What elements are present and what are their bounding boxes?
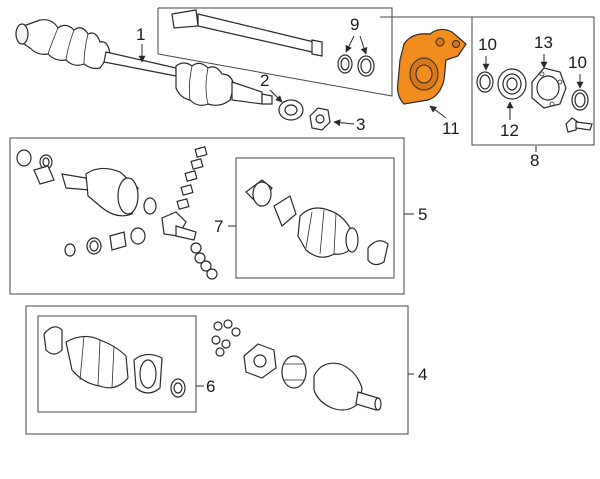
wheel-bearing-12[interactable] — [497, 68, 527, 100]
inner-joint-kit-frame — [9, 137, 405, 295]
steering-knuckle-11[interactable] — [397, 28, 467, 105]
intermediate-shaft[interactable] — [171, 9, 323, 57]
callout-13: 13 — [534, 33, 553, 52]
boot-kit-frame-7 — [235, 157, 395, 279]
callout-3: 3 — [356, 115, 365, 134]
callout-10-right: 10 — [568, 53, 587, 72]
callout-4: 4 — [418, 365, 427, 384]
outer-joint-kit-frame — [25, 305, 409, 435]
callout-7: 7 — [214, 217, 223, 236]
hub-nut-3[interactable] — [309, 107, 331, 131]
retainer-ring-10-right[interactable] — [571, 89, 589, 111]
callout-5: 5 — [418, 205, 427, 224]
callout-1: 1 — [136, 25, 145, 44]
callout-8: 8 — [530, 151, 539, 170]
shaft-group-frame — [157, 7, 393, 97]
boot-kit-parts-7[interactable] — [245, 179, 389, 266]
hub-flange-13[interactable] — [531, 67, 567, 109]
callout-11: 11 — [442, 119, 460, 138]
callout-10-left: 10 — [478, 35, 497, 54]
bearing-group-frame — [471, 16, 595, 146]
washer-2[interactable] — [278, 99, 304, 121]
axle-shaft-assembly[interactable] — [15, 19, 273, 106]
callout-2: 2 — [260, 71, 269, 90]
boot-kit-frame-6 — [37, 315, 197, 413]
outer-joint-parts[interactable] — [211, 319, 382, 411]
outer-boot-kit-parts-6[interactable] — [43, 326, 186, 398]
callout-9: 9 — [350, 15, 359, 34]
hub-bolt[interactable] — [565, 117, 593, 133]
callout-6: 6 — [206, 377, 215, 396]
callout-12: 12 — [500, 121, 519, 140]
seal-rings-9[interactable] — [337, 54, 375, 77]
retainer-ring-10-left[interactable] — [476, 71, 494, 93]
inner-joint-parts[interactable] — [16, 146, 218, 280]
